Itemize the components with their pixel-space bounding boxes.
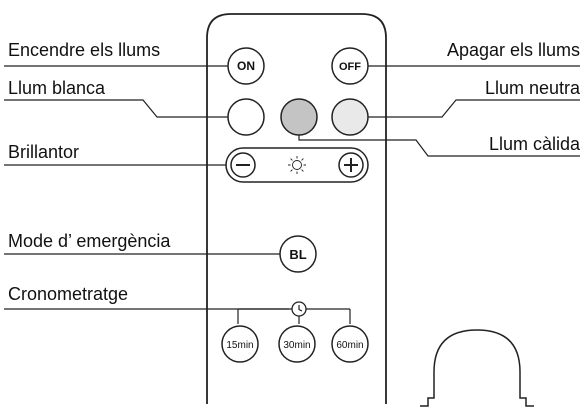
label-white: Llum blanca <box>8 78 106 98</box>
svg-text:60min: 60min <box>336 340 363 351</box>
sun-icon <box>288 156 306 174</box>
brightness-control <box>225 147 369 183</box>
bl-button[interactable]: BL <box>279 235 317 273</box>
neutral-light-button[interactable] <box>331 98 369 136</box>
timer-15-button[interactable]: 15min <box>221 325 259 363</box>
timer-30-button[interactable]: 30min <box>278 325 316 363</box>
svg-text:BL: BL <box>289 247 306 262</box>
svg-text:OFF: OFF <box>339 61 361 73</box>
label-off: Apagar els llums <box>447 40 580 60</box>
leader-white <box>4 99 228 118</box>
svg-text:30min: 30min <box>283 340 310 351</box>
label-warm: Llum càlida <box>489 134 581 154</box>
holder-clip <box>420 329 534 407</box>
clock-icon <box>291 301 307 317</box>
remote-body <box>206 13 387 404</box>
timer-60-button[interactable]: 60min <box>331 325 369 363</box>
label-emergency: Mode d’ emergència <box>8 231 171 251</box>
warm-light-button[interactable] <box>280 98 318 136</box>
brightness-plus-button[interactable] <box>338 152 364 178</box>
on-button[interactable]: ON <box>227 47 265 85</box>
label-brightness: Brillantor <box>8 142 79 162</box>
white-light-button[interactable] <box>227 98 265 136</box>
leader-neutral <box>368 99 580 118</box>
brightness-minus-button[interactable] <box>230 152 256 178</box>
label-timer: Cronometratge <box>8 284 128 304</box>
svg-text:ON: ON <box>237 59 255 73</box>
svg-text:15min: 15min <box>226 340 253 351</box>
label-neutral: Llum neutra <box>485 78 581 98</box>
off-button[interactable]: OFF <box>331 47 369 85</box>
label-on: Encendre els llums <box>8 40 160 60</box>
